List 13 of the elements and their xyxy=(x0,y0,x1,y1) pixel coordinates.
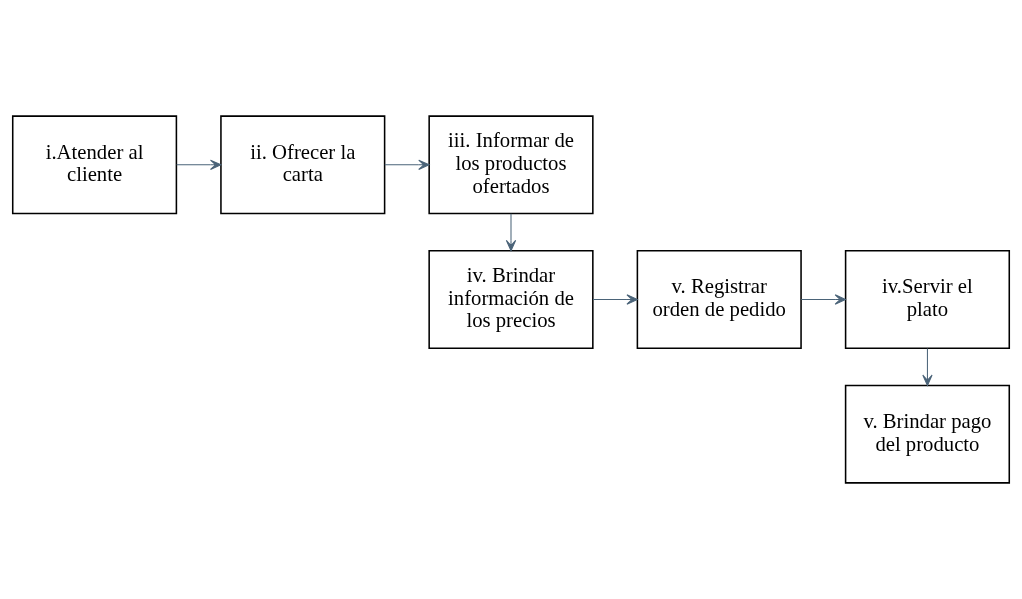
arrow xyxy=(592,294,638,305)
node-box: ii. Ofrecer la carta xyxy=(220,115,386,215)
arrow xyxy=(505,213,517,252)
node-box: iv. Brindar información de los precios xyxy=(428,250,594,349)
node-box: v. Brindar pago del producto xyxy=(844,384,1011,484)
arrow xyxy=(176,159,222,170)
node-box: iii. Informar de los productos ofertados xyxy=(428,115,594,215)
node-box: i.Atender al cliente xyxy=(11,115,178,215)
arrow xyxy=(922,348,933,386)
node-box: iv.Servir el plato xyxy=(844,250,1011,349)
arrow xyxy=(800,294,847,305)
node-box: v. Registrar orden de pedido xyxy=(636,250,802,349)
arrow xyxy=(384,159,430,170)
